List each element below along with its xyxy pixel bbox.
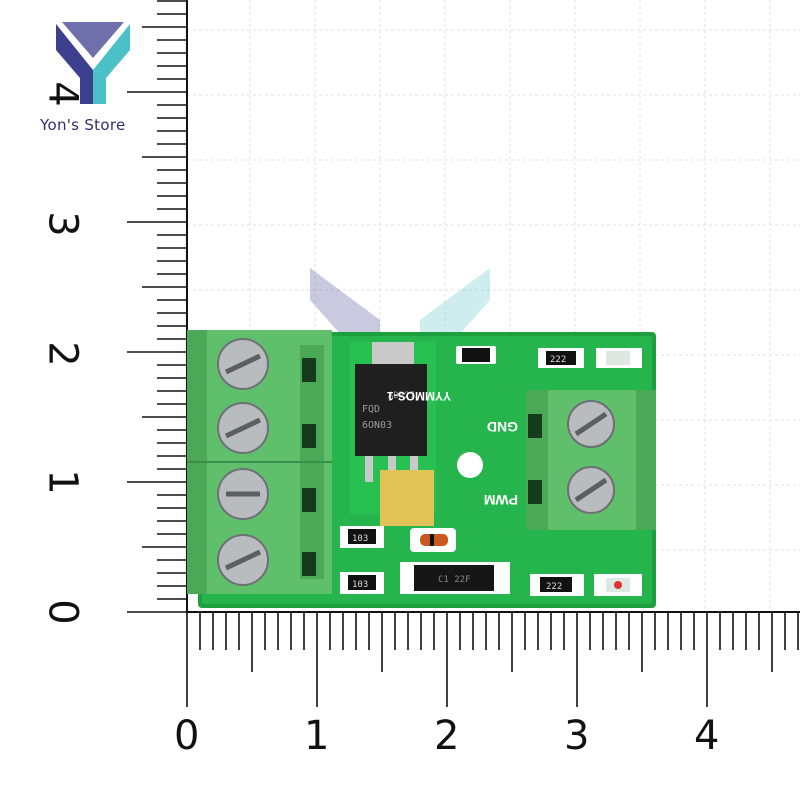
led-bottom bbox=[594, 574, 642, 596]
resistor-bottom-right: 222 bbox=[530, 574, 584, 596]
store-name: Yon's Store bbox=[40, 116, 126, 134]
vruler-label-2: 2 bbox=[39, 341, 86, 367]
svg-text:103: 103 bbox=[352, 580, 368, 590]
hruler-label-3: 3 bbox=[564, 713, 590, 759]
horizontal-ruler bbox=[186, 612, 799, 707]
hruler-label-1: 1 bbox=[304, 713, 330, 759]
mosfet-marking-1: FQD bbox=[362, 404, 380, 415]
hruler-label-2: 2 bbox=[434, 713, 460, 759]
terminal-block-right bbox=[526, 390, 656, 530]
vertical-ruler bbox=[127, 0, 187, 613]
svg-text:222: 222 bbox=[550, 355, 566, 365]
mounting-hole bbox=[457, 452, 483, 478]
vruler-label-1: 1 bbox=[39, 469, 86, 495]
pwm-label: PWM bbox=[484, 492, 518, 508]
vruler-label-0: 0 bbox=[39, 599, 86, 625]
resistor-left-top: 103 bbox=[340, 526, 384, 548]
mosfet-marking-2: 6ON03 bbox=[362, 420, 392, 431]
store-logo bbox=[56, 22, 130, 104]
hruler-label-0: 0 bbox=[174, 713, 200, 759]
vruler-label-4: 4 bbox=[39, 81, 86, 107]
hruler-label-4: 4 bbox=[694, 713, 720, 759]
mosfet-date-code: ADR27 bbox=[388, 391, 415, 401]
resistor-top: 222 bbox=[538, 348, 584, 368]
mosfet-chip: FQD 6ON03 ADR27 bbox=[355, 342, 427, 482]
optocoupler: C1 22F bbox=[400, 562, 510, 594]
board-model-label: YYMMOS-1 bbox=[387, 389, 451, 403]
watermark-logo bbox=[310, 268, 490, 345]
svg-text:222: 222 bbox=[546, 582, 562, 592]
terminal-block-left bbox=[187, 330, 332, 594]
resistor-left-bottom: 103 bbox=[340, 572, 384, 594]
gnd-label: GND bbox=[487, 419, 518, 435]
svg-text:103: 103 bbox=[352, 534, 368, 544]
led-top bbox=[596, 348, 642, 368]
svg-text:C1 22F: C1 22F bbox=[438, 575, 471, 585]
diode-small bbox=[410, 528, 456, 552]
vruler-label-3: 3 bbox=[39, 211, 86, 237]
